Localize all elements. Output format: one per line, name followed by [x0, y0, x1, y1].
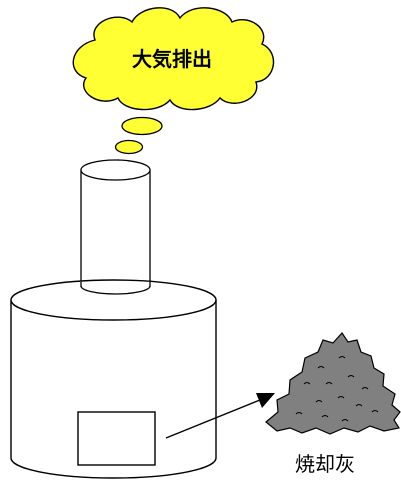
arrow-head — [256, 393, 275, 408]
chimney-top — [80, 159, 151, 181]
emission-label: 大気排出 — [132, 47, 212, 71]
ash-label: 焼却灰 — [295, 452, 355, 476]
ash-pile-shape — [265, 332, 401, 435]
incinerator-door — [77, 411, 156, 466]
ash-texture — [295, 356, 379, 422]
incinerator-body — [10, 279, 217, 479]
bubble-medium — [114, 139, 144, 155]
bubble-large — [121, 116, 163, 136]
ash-pile — [265, 332, 401, 435]
chimney — [80, 159, 151, 295]
chimney-base-arc — [80, 285, 151, 295]
ash-arrow — [165, 393, 275, 439]
chimney-base-fill — [82, 286, 149, 292]
emission-cloud: 大気排出 — [72, 7, 275, 111]
cloud-shape — [72, 7, 275, 111]
incinerator-side — [10, 300, 217, 479]
arrow-shaft — [165, 399, 261, 439]
chimney-body — [81, 170, 150, 288]
incinerator-top — [10, 279, 217, 321]
